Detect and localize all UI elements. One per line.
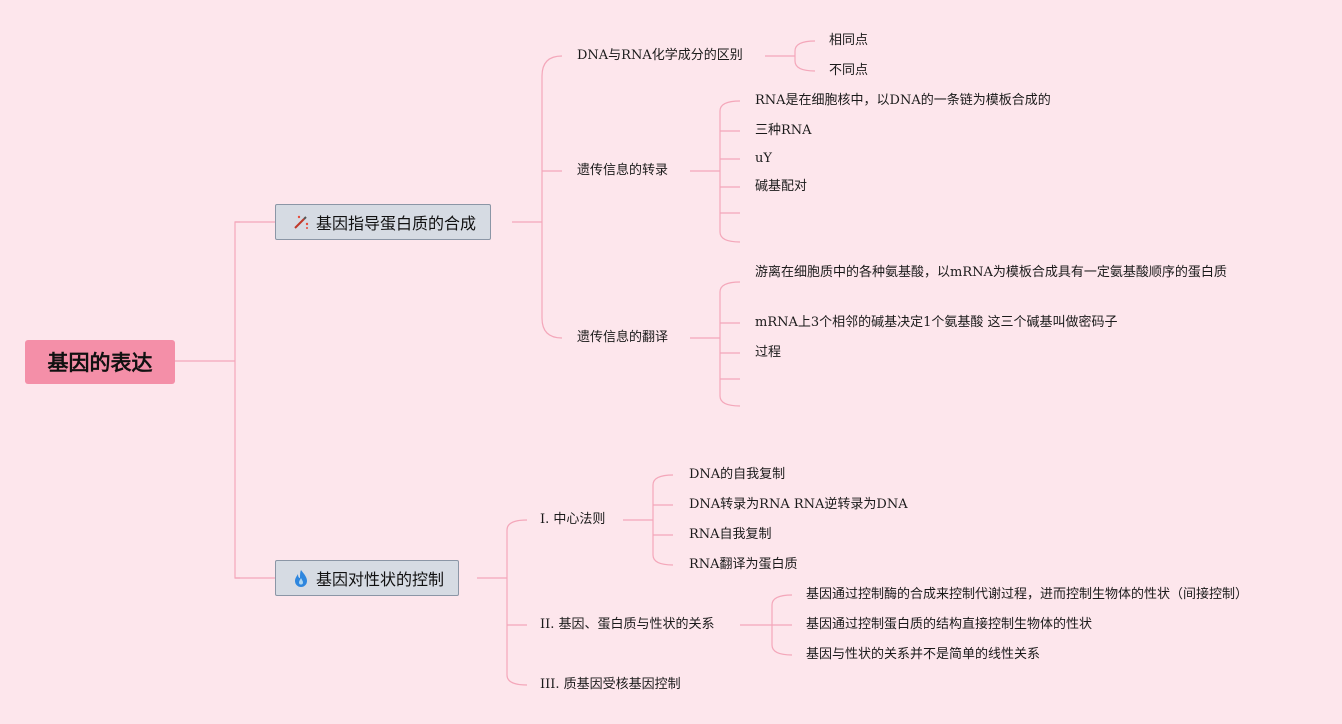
leaf-indirect-control[interactable]: 基因通过控制酶的合成来控制代谢过程，进而控制生物体的性状（间接控制） [806, 587, 1249, 602]
leaf-uy[interactable]: uY [755, 151, 772, 166]
leaf-transcription-reverse[interactable]: DNA转录为RNA RNA逆转录为DNA [689, 497, 908, 512]
leaf-rna-replication[interactable]: RNA自我复制 [689, 527, 772, 542]
leaf-rna-synthesis[interactable]: RNA是在细胞核中，以DNA的一条链为模板合成的 [755, 93, 1051, 108]
leaf-difference[interactable]: 不同点 [829, 63, 869, 78]
branch-label: 基因指导蛋白质的合成 [316, 214, 477, 233]
fire-icon [292, 569, 310, 587]
leaf-base-pairing[interactable]: 碱基配对 [755, 179, 808, 194]
leaf-direct-control[interactable]: 基因通过控制蛋白质的结构直接控制生物体的性状 [806, 617, 1093, 632]
topic-central-dogma[interactable]: I. 中心法则 [540, 512, 606, 527]
branch-gene-trait-control[interactable]: 基因对性状的控制 [275, 560, 460, 596]
topic-transcription[interactable]: 遗传信息的转录 [577, 163, 669, 178]
topic-dna-rna-difference[interactable]: DNA与RNA化学成分的区别 [577, 48, 743, 63]
leaf-dna-replication[interactable]: DNA的自我复制 [689, 467, 786, 482]
leaf-three-rna[interactable]: 三种RNA [755, 123, 812, 138]
branch-label: 基因对性状的控制 [316, 570, 445, 589]
leaf-nonlinear[interactable]: 基因与性状的关系并不是简单的线性关系 [806, 647, 1041, 662]
magic-wand-icon [292, 213, 310, 231]
leaf-amino-acid-synthesis[interactable]: 游离在细胞质中的各种氨基酸，以mRNA为模板合成具有一定氨基酸顺序的蛋白质 [755, 265, 1227, 280]
branch-gene-protein-synthesis[interactable]: 基因指导蛋白质的合成 [275, 204, 492, 240]
root-topic[interactable]: 基因的表达 [25, 340, 175, 384]
leaf-process[interactable]: 过程 [755, 345, 782, 360]
topic-gene-protein-trait[interactable]: II. 基因、蛋白质与性状的关系 [540, 617, 715, 632]
leaf-rna-translation[interactable]: RNA翻译为蛋白质 [689, 557, 798, 572]
leaf-codon[interactable]: mRNA上3个相邻的碱基决定1个氨基酸 这三个碱基叫做密码子 [755, 315, 1118, 330]
topic-translation[interactable]: 遗传信息的翻译 [577, 330, 669, 345]
leaf-similarity[interactable]: 相同点 [829, 33, 869, 48]
topic-cytoplasmic-genes[interactable]: III. 质基因受核基因控制 [540, 677, 681, 692]
